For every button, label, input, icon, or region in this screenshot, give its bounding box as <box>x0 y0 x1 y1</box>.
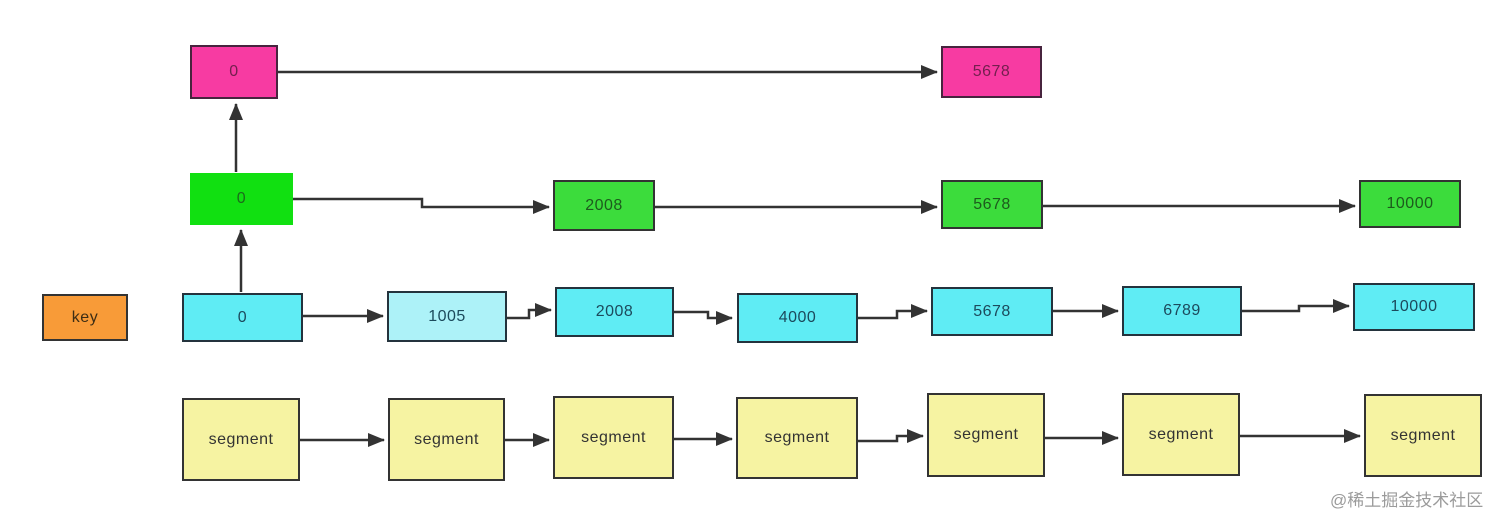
level2-node-0: 0 <box>190 45 278 99</box>
arrow-1005-to-2008 <box>507 303 552 320</box>
arrow-4000-to-5678 <box>858 304 928 320</box>
juejin-watermark: @稀土掘金技术社区 <box>1330 491 1484 510</box>
level0-node-2008: 2008 <box>555 287 674 337</box>
segment-box-2: segment <box>388 398 505 481</box>
segment-box-5: segment <box>927 393 1045 477</box>
level0-node-10000: 10000 <box>1353 283 1475 331</box>
level0-node-6789: 6789 <box>1122 286 1242 336</box>
level0-node-4000: 4000 <box>737 293 858 343</box>
level0-node-5678: 5678 <box>931 287 1053 336</box>
level1-node-5678: 5678 <box>941 180 1043 229</box>
segment-box-6: segment <box>1122 393 1240 476</box>
segment-box-1: segment <box>182 398 300 481</box>
arrow-6789-to-10000 <box>1242 299 1350 313</box>
arrow-seg4-to-seg5 <box>858 429 924 443</box>
level1-node-10000: 10000 <box>1359 180 1461 228</box>
level2-node-5678: 5678 <box>941 46 1042 98</box>
level1-node-2008: 2008 <box>553 180 655 231</box>
segment-box-4: segment <box>736 397 858 479</box>
level0-node-1005: 1005 <box>387 291 507 342</box>
segment-box-3: segment <box>553 396 674 479</box>
level0-node-0: 0 <box>182 293 303 342</box>
arrow-mid-0-to-2008 <box>293 197 550 214</box>
key-box: key <box>42 294 128 341</box>
segment-box-7: segment <box>1364 394 1482 477</box>
level1-node-0: 0 <box>190 173 293 225</box>
offset-label: offset=3000 <box>1125 0 1214 5</box>
arrow-2008-to-4000 <box>674 310 733 325</box>
